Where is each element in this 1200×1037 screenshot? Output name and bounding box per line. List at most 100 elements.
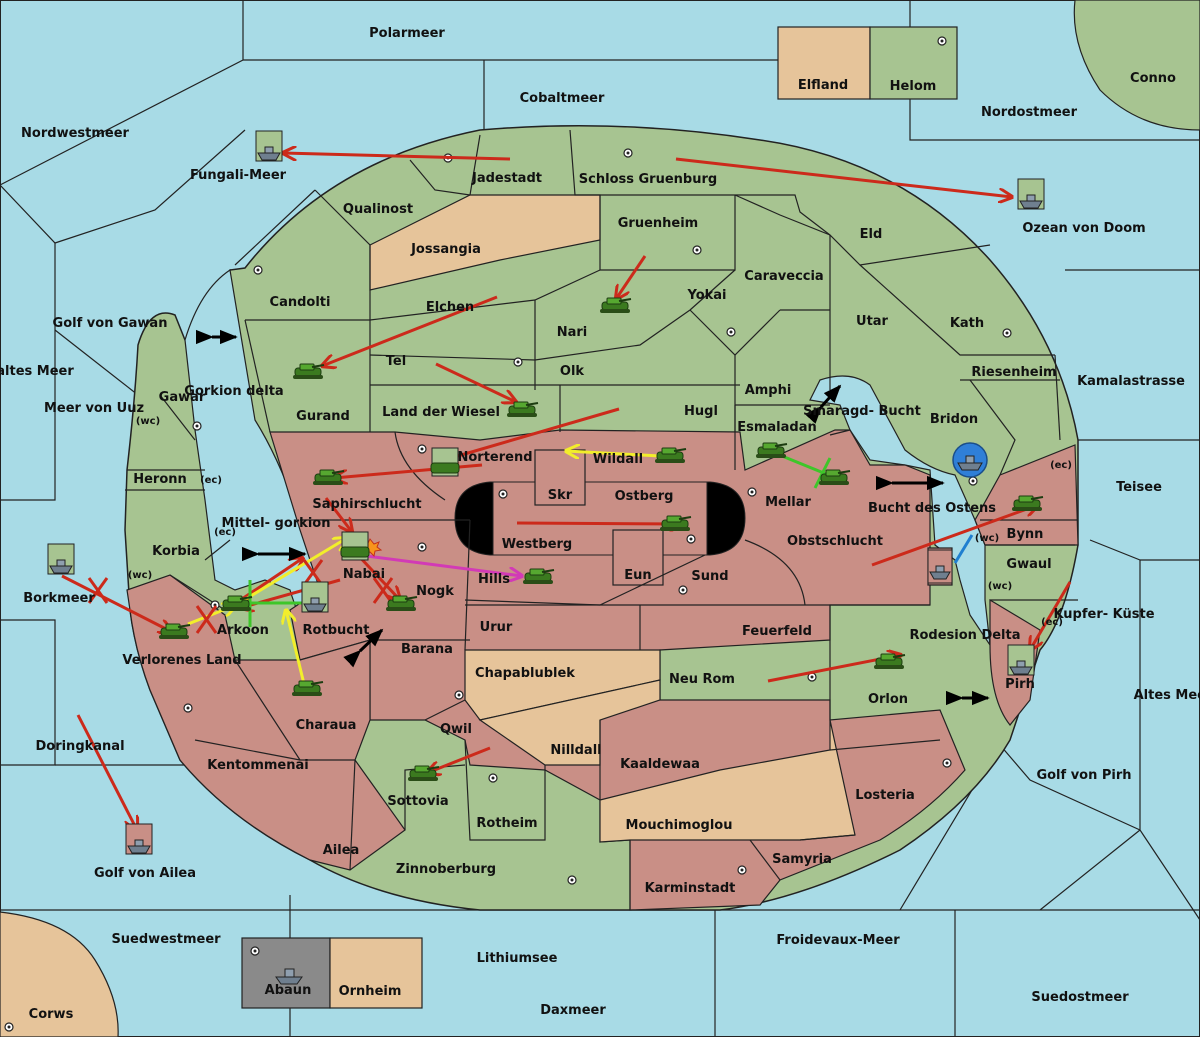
cross-mark — [195, 605, 218, 634]
label-westberg: Westberg — [502, 537, 572, 552]
label-chapablublek: Chapablublek — [475, 666, 575, 681]
army-unit-icon — [292, 680, 324, 696]
army-unit-icon — [660, 515, 692, 531]
order-arrow — [953, 534, 974, 564]
army-unit-icon — [523, 568, 555, 584]
label-suedwestmeer: Suedwestmeer — [111, 932, 221, 947]
label-gawar-wc: (wc) — [136, 416, 160, 427]
sc-marker — [737, 865, 747, 875]
label-ostberg: Ostberg — [615, 489, 674, 504]
army-unit-icon — [756, 442, 788, 458]
fleet-unit-icon — [125, 823, 153, 855]
label-olk: Olk — [560, 364, 585, 379]
label-samyria: Samyria — [772, 852, 832, 867]
army-unit-icon — [874, 653, 906, 669]
sc-marker — [253, 265, 263, 275]
sc-marker — [1002, 328, 1012, 338]
fleet-unit-icon — [1007, 644, 1035, 676]
label-kentommenai: Kentommenai — [207, 758, 308, 773]
label-korbia-ec: (ec) — [214, 527, 236, 538]
label-golf-von-gawan: Golf von Gawan — [53, 316, 168, 331]
label-teisee: Teisee — [1116, 480, 1162, 495]
region-eun[interactable] — [612, 529, 664, 586]
label-charaua: Charaua — [296, 718, 357, 733]
order-arrow — [61, 574, 172, 632]
label-lithiumsee: Lithiumsee — [477, 951, 558, 966]
label-nogk: Nogk — [416, 584, 454, 599]
label-gawar: Gawar — [159, 390, 206, 405]
label-skr: Skr — [548, 488, 573, 503]
region-labels: Polarmeer Cobaltmeer Nordwestmeer Nordos… — [0, 26, 1200, 1022]
label-mellar: Mellar — [765, 495, 811, 510]
failed-order-marks — [87, 559, 394, 634]
sc-marker — [488, 773, 498, 783]
army-unit-icon — [507, 401, 539, 417]
label-nabai: Nabai — [343, 567, 385, 582]
label-qwil: Qwil — [440, 722, 472, 737]
label-bucht-des-ostens: Bucht des Ostens — [868, 501, 996, 516]
label-ozean-von-doom: Ozean von Doom — [1022, 221, 1145, 236]
label-utar: Utar — [856, 314, 889, 329]
label-nilldall: Nilldall — [550, 743, 601, 758]
sc-marker — [4, 1022, 14, 1032]
label-eld: Eld — [860, 227, 883, 242]
fleet-unit-icon — [301, 581, 329, 613]
label-conno: Conno — [1130, 71, 1176, 86]
label-daxmeer: Daxmeer — [540, 1003, 606, 1018]
sc-marker — [726, 327, 736, 337]
label-tel: Tel — [386, 354, 406, 369]
label-kath: Kath — [950, 316, 984, 331]
army-unit-icon — [159, 623, 191, 639]
order-arrow — [813, 457, 832, 489]
label-polarmeer: Polarmeer — [369, 26, 445, 41]
label-barana: Barana — [401, 642, 453, 657]
order-arrow — [675, 157, 1012, 197]
label-gwaul: Gwaul — [1006, 557, 1051, 572]
label-rodesion-delta: Rodesion Delta — [909, 628, 1020, 643]
label-bynn-ec: (ec) — [1050, 460, 1072, 471]
label-kamalastrasse: Kamalastrasse — [1077, 374, 1185, 389]
label-amphi: Amphi — [745, 383, 792, 398]
label-urur: Urur — [480, 620, 513, 635]
sc-marker — [692, 245, 702, 255]
label-mittelgorkion: Mittel- gorkion — [222, 516, 331, 531]
cross-mark — [372, 577, 394, 604]
label-smaragd-bucht: Smaragd- Bucht — [803, 404, 921, 419]
army-unit-boxed-icon — [340, 531, 370, 561]
label-hills: Hills — [478, 572, 510, 587]
region-conno[interactable] — [1073, 0, 1200, 131]
label-heronn-ec: (ec) — [200, 475, 222, 486]
cross-mark — [302, 559, 324, 586]
label-ornheim: Ornheim — [339, 984, 402, 999]
label-helom: Helom — [890, 79, 937, 94]
label-zinnoberburg: Zinnoberburg — [396, 862, 496, 877]
label-candolti: Candolti — [270, 295, 331, 310]
label-jadestadt: Jadestadt — [471, 171, 542, 186]
label-feuerfeld: Feuerfeld — [742, 624, 812, 639]
swap-arrows — [195, 329, 990, 706]
army-unit-icon — [221, 595, 253, 611]
fleet-unit-icon — [927, 549, 953, 584]
label-meer-von-uuz: Meer von Uuz — [44, 401, 144, 416]
army-unit-icon — [819, 469, 851, 485]
sc-marker — [250, 946, 260, 956]
region-elfland[interactable] — [777, 26, 871, 100]
army-unit-icon — [408, 765, 440, 781]
label-borkmeer: Borkmeer — [23, 591, 95, 606]
region-corws[interactable] — [0, 911, 119, 1037]
region-ornheim[interactable] — [329, 937, 423, 1009]
label-kupfer-kueste: Kupfer- Küste — [1053, 607, 1154, 622]
order-arrow — [322, 295, 498, 366]
label-elfland: Elfland — [798, 78, 848, 93]
label-doringkanal: Doringkanal — [35, 739, 124, 754]
order-arrow — [283, 153, 511, 159]
label-nordwestmeer: Nordwestmeer — [21, 126, 129, 141]
label-kaaldewaa: Kaaldewaa — [620, 757, 700, 772]
sc-marker — [686, 534, 696, 544]
label-korbia-wc: (wc) — [128, 570, 152, 581]
label-rotbucht: Rotbucht — [303, 623, 370, 638]
sc-marker — [417, 444, 427, 454]
label-froidevaux-meer: Froidevaux-Meer — [776, 933, 900, 948]
